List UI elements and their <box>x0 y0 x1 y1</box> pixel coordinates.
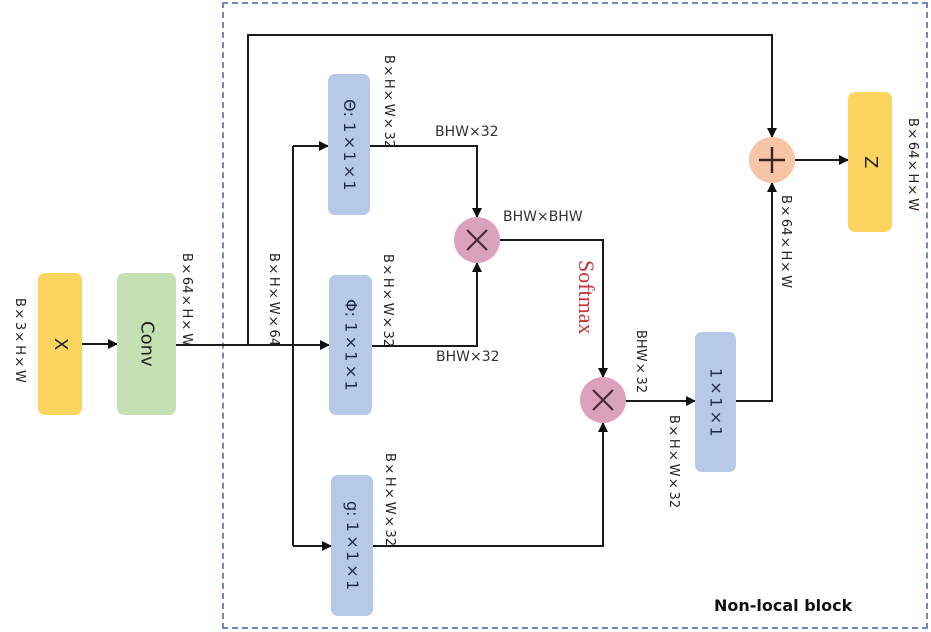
g-conv-box: g: 1×1×1 <box>331 475 373 616</box>
input-x-box: X <box>38 273 82 415</box>
conv-label: Conv <box>136 321 158 367</box>
multiply-operator-1 <box>454 217 500 263</box>
connector-theta-to-multiply1 <box>370 145 482 218</box>
non-local-block-container <box>222 2 928 629</box>
softmax-label: Softmax <box>574 260 599 335</box>
phi-flat-dims-label: BHW×32 <box>436 349 500 365</box>
output-conv-box: 1×1×1 <box>695 332 736 472</box>
output-conv-label: 1×1×1 <box>706 367 726 437</box>
connector-multiply1-to-multiply2 <box>500 239 608 378</box>
affinity-dims-label: BHW×BHW <box>503 209 583 225</box>
output-conv-dims-label: B×H×W×32 <box>666 415 681 509</box>
g-conv-label: g: 1×1×1 <box>343 500 362 591</box>
branch-dims-label: B×H×W×64 <box>266 253 281 347</box>
conv-dims-label: B×64×H×W <box>179 253 194 347</box>
theta-conv-label: Θ: 1×1×1 <box>340 98 359 191</box>
multiply-operator-2 <box>580 377 626 423</box>
phi-conv-box: Φ: 1×1×1 <box>329 275 372 415</box>
output-z-box: Z <box>848 92 892 232</box>
phi-dims-label: B×H×W×32 <box>380 254 395 348</box>
conv-box: Conv <box>117 273 176 415</box>
connector-skip-to-add <box>247 34 777 345</box>
multiply-icon <box>466 229 488 251</box>
phi-conv-label: Φ: 1×1×1 <box>341 299 361 391</box>
connector-phi-to-multiply1 <box>372 262 482 347</box>
theta-dims-label: B×H×W×32 <box>381 55 396 149</box>
theta-flat-dims-label: BHW×32 <box>435 124 499 140</box>
connector-g-to-multiply2 <box>373 422 608 547</box>
input-dims-label: B×3×H×W <box>12 298 27 383</box>
output-z-dims-label: B×64×H×W <box>905 118 920 212</box>
weighted-dims-label: BHW×32 <box>633 330 648 394</box>
block-title: Non-local block <box>714 596 853 615</box>
add-icon <box>759 147 785 173</box>
g-dims-label: B×H×W×32 <box>382 453 397 547</box>
input-x-label: X <box>50 337 71 351</box>
residual-dims-label: B×64×H×W <box>778 195 793 289</box>
multiply-icon <box>592 389 614 411</box>
theta-conv-box: Θ: 1×1×1 <box>328 74 370 215</box>
connector-output-conv-to-add <box>736 182 777 402</box>
output-z-label: Z <box>860 155 881 169</box>
add-operator <box>749 137 795 183</box>
